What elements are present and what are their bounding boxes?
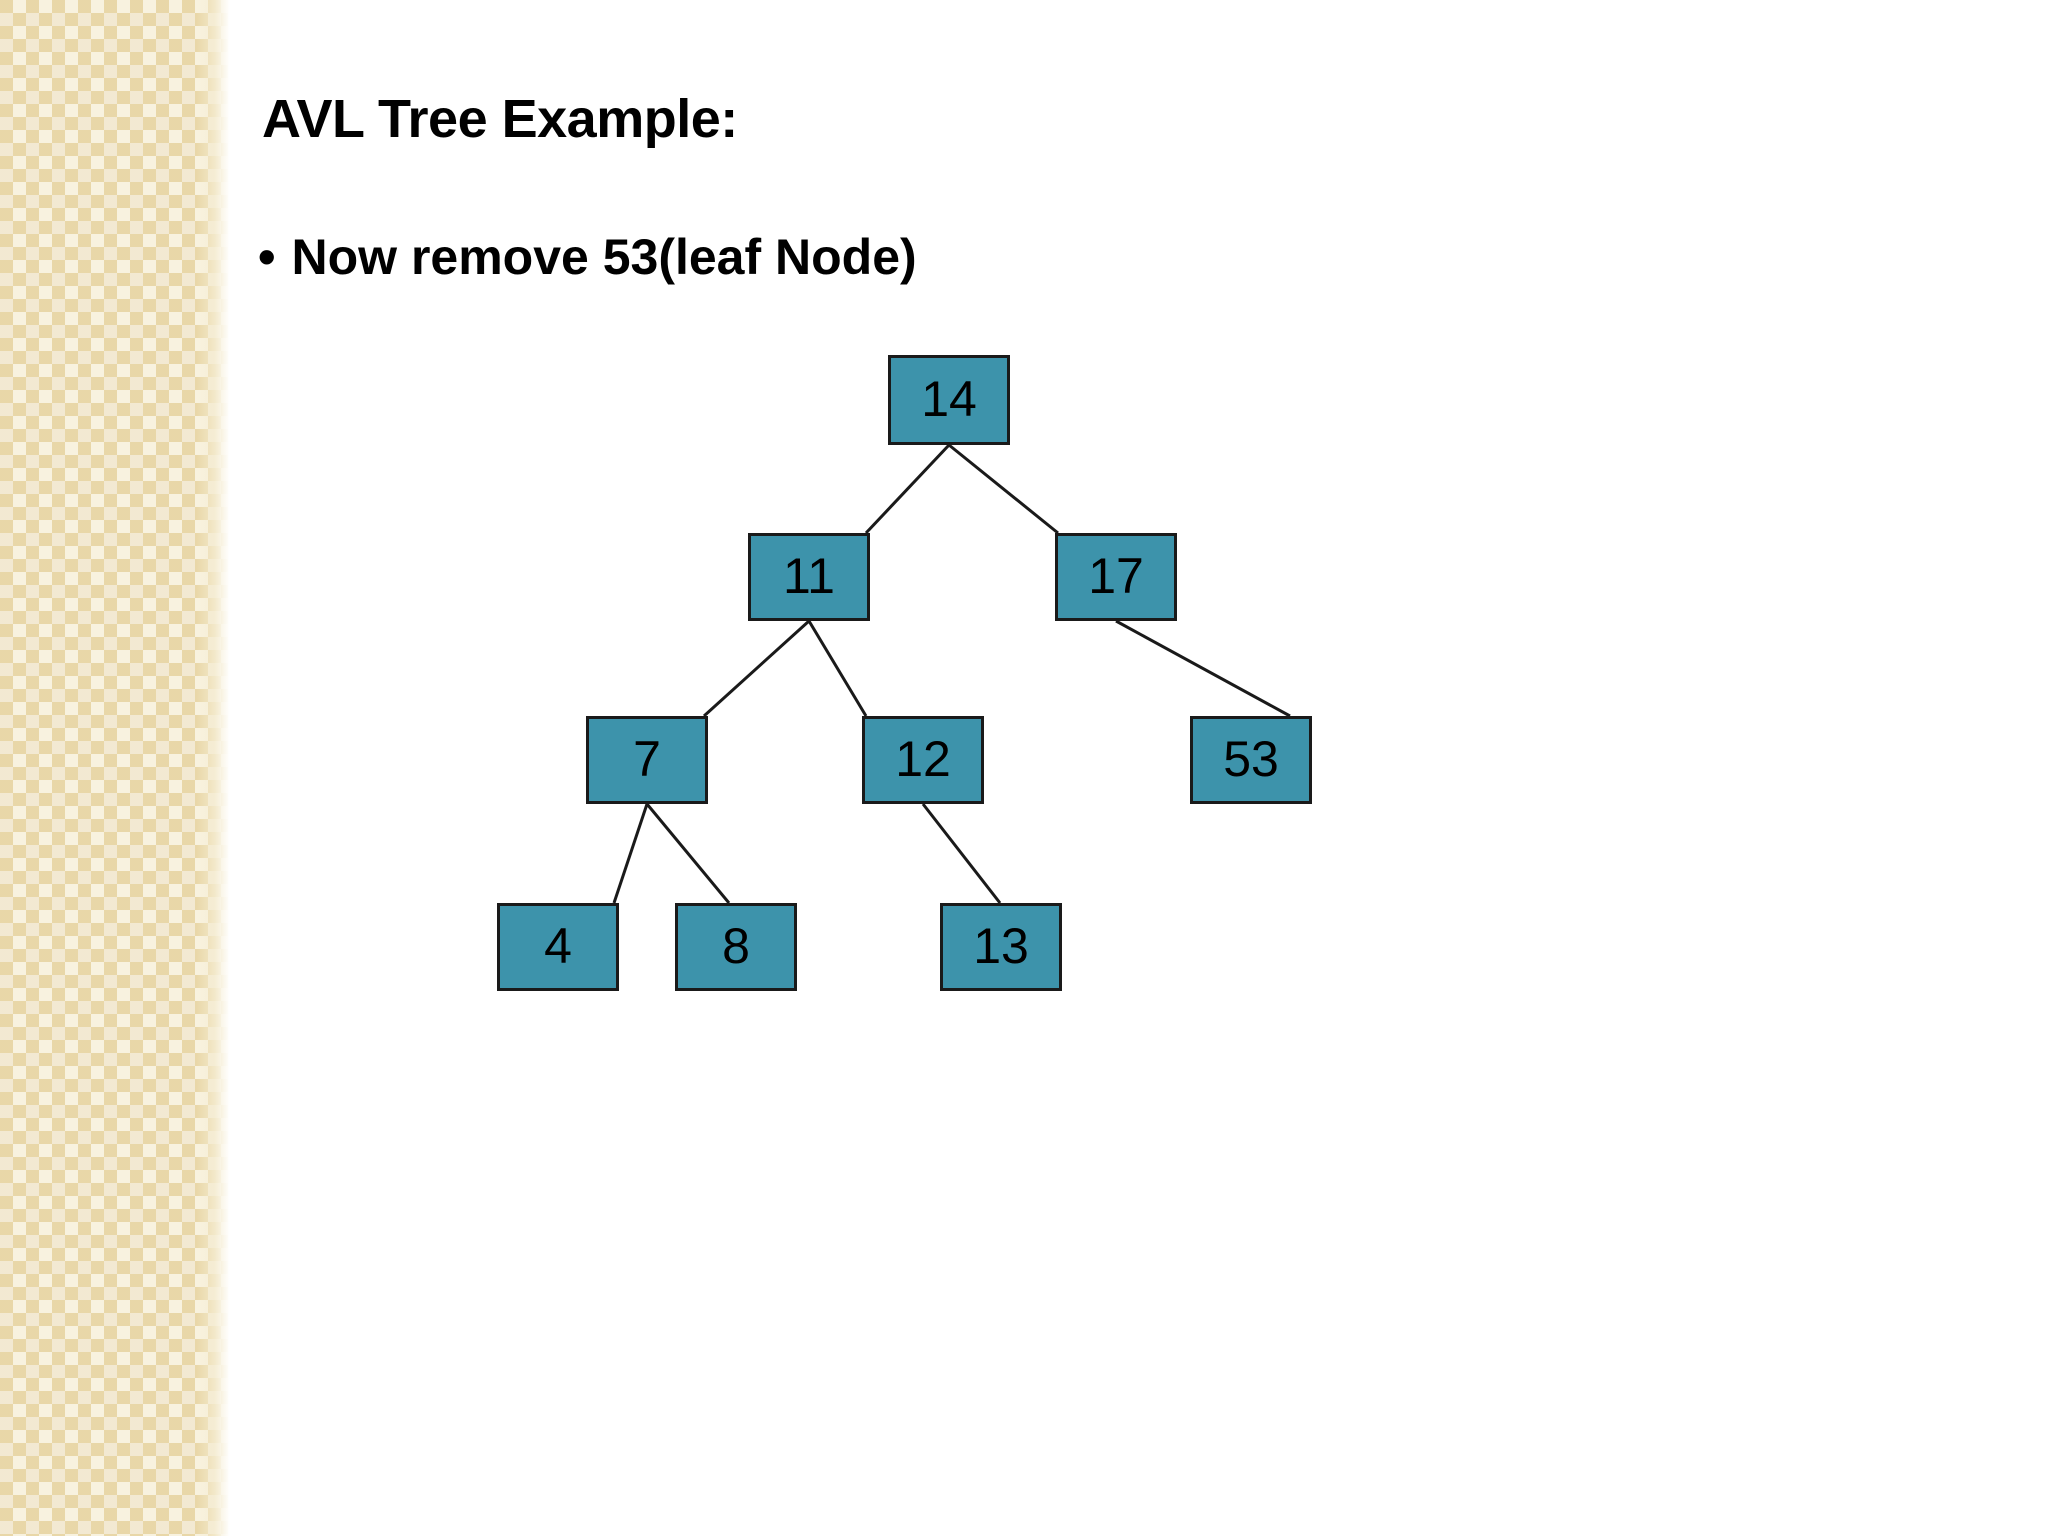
decorative-sidebar-texture bbox=[0, 0, 228, 1536]
tree-node-13[interactable]: 13 bbox=[940, 903, 1062, 991]
tree-node-4[interactable]: 4 bbox=[497, 903, 619, 991]
tree-node-label: 14 bbox=[921, 371, 977, 427]
tree-node-11[interactable]: 11 bbox=[748, 533, 870, 621]
tree-node-label: 4 bbox=[544, 918, 572, 974]
tree-node-8[interactable]: 8 bbox=[675, 903, 797, 991]
tree-edge-n11-n7 bbox=[702, 619, 811, 718]
tree-edge-n14-n11 bbox=[864, 443, 951, 535]
page-title: AVL Tree Example: bbox=[262, 89, 738, 149]
tree-edge-n7-n4 bbox=[612, 803, 649, 904]
tree-node-12[interactable]: 12 bbox=[862, 716, 984, 804]
tree-node-53[interactable]: 53 bbox=[1190, 716, 1312, 804]
tree-node-label: 12 bbox=[895, 731, 951, 787]
tree-node-label: 8 bbox=[722, 918, 750, 974]
tree-edge-n11-n12 bbox=[807, 620, 868, 717]
tree-node-label: 17 bbox=[1088, 548, 1144, 604]
bullet-item: • Now remove 53(leaf Node) bbox=[258, 228, 917, 286]
tree-node-label: 7 bbox=[633, 731, 661, 787]
tree-node-label: 53 bbox=[1223, 731, 1279, 787]
tree-node-17[interactable]: 17 bbox=[1055, 533, 1177, 621]
bullet-point-icon: • bbox=[258, 229, 276, 285]
tree-edge-n14-n17 bbox=[948, 443, 1059, 535]
tree-node-14[interactable]: 14 bbox=[888, 355, 1010, 445]
tree-edge-n12-n13 bbox=[921, 803, 1002, 904]
tree-node-label: 13 bbox=[973, 918, 1029, 974]
tree-edge-n17-n53 bbox=[1115, 619, 1291, 718]
tree-node-7[interactable]: 7 bbox=[586, 716, 708, 804]
tree-node-label: 11 bbox=[783, 548, 835, 604]
bullet-item-label: Now remove 53(leaf Node) bbox=[291, 229, 917, 285]
tree-edge-n7-n8 bbox=[645, 803, 731, 904]
